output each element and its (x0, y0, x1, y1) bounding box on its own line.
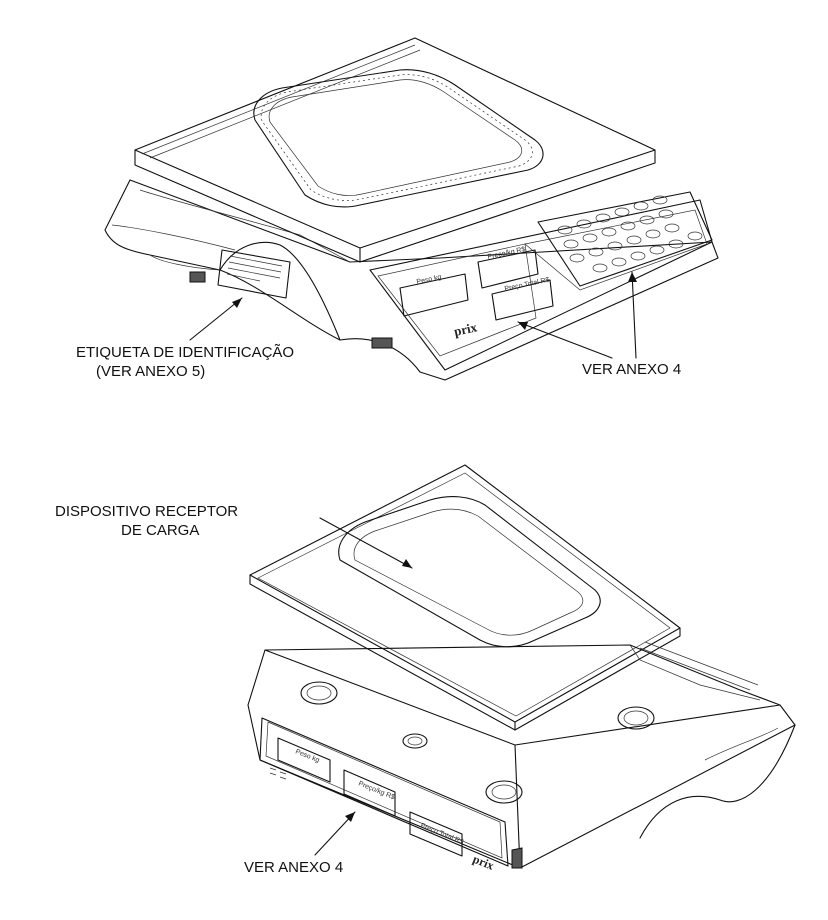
top-display-total-label: Preço Total R$ (504, 277, 550, 293)
load-receiver-callout-line2: DE CARGA (121, 522, 199, 539)
bottom-brand-logo: prix (471, 852, 496, 873)
top-front-panel (369, 199, 713, 371)
top-platter (134, 37, 656, 249)
load-receiver-callout-line1: DISPOSITIVO RECEPTOR (55, 503, 238, 520)
top-identification-tag-callout-line2: (VER ANEXO 5) (96, 363, 205, 380)
top-scale-assembly: Peso kg Preço/kg R$ Preço Total R$ prix … (76, 37, 719, 381)
mounting-holes (300, 681, 655, 804)
bottom-front-panel (259, 717, 509, 867)
bottom-annex4-callout: VER ANEXO 4 (244, 859, 343, 876)
identification-label-plate (217, 249, 291, 299)
top-scale-base (104, 179, 719, 381)
top-annex4-callout: VER ANEXO 4 (582, 361, 681, 378)
top-identification-tag-callout-line1: ETIQUETA DE IDENTIFICAÇÃO (76, 344, 294, 361)
load-receiver-platter (249, 464, 681, 723)
top-keypad (537, 191, 713, 287)
top-display-peso-label: Peso kg (416, 274, 442, 286)
bottom-scale-assembly: DISPOSITIVO RECEPTOR DE CARGA Peso kg Pr… (55, 464, 796, 876)
top-brand-logo: prix (453, 319, 479, 339)
